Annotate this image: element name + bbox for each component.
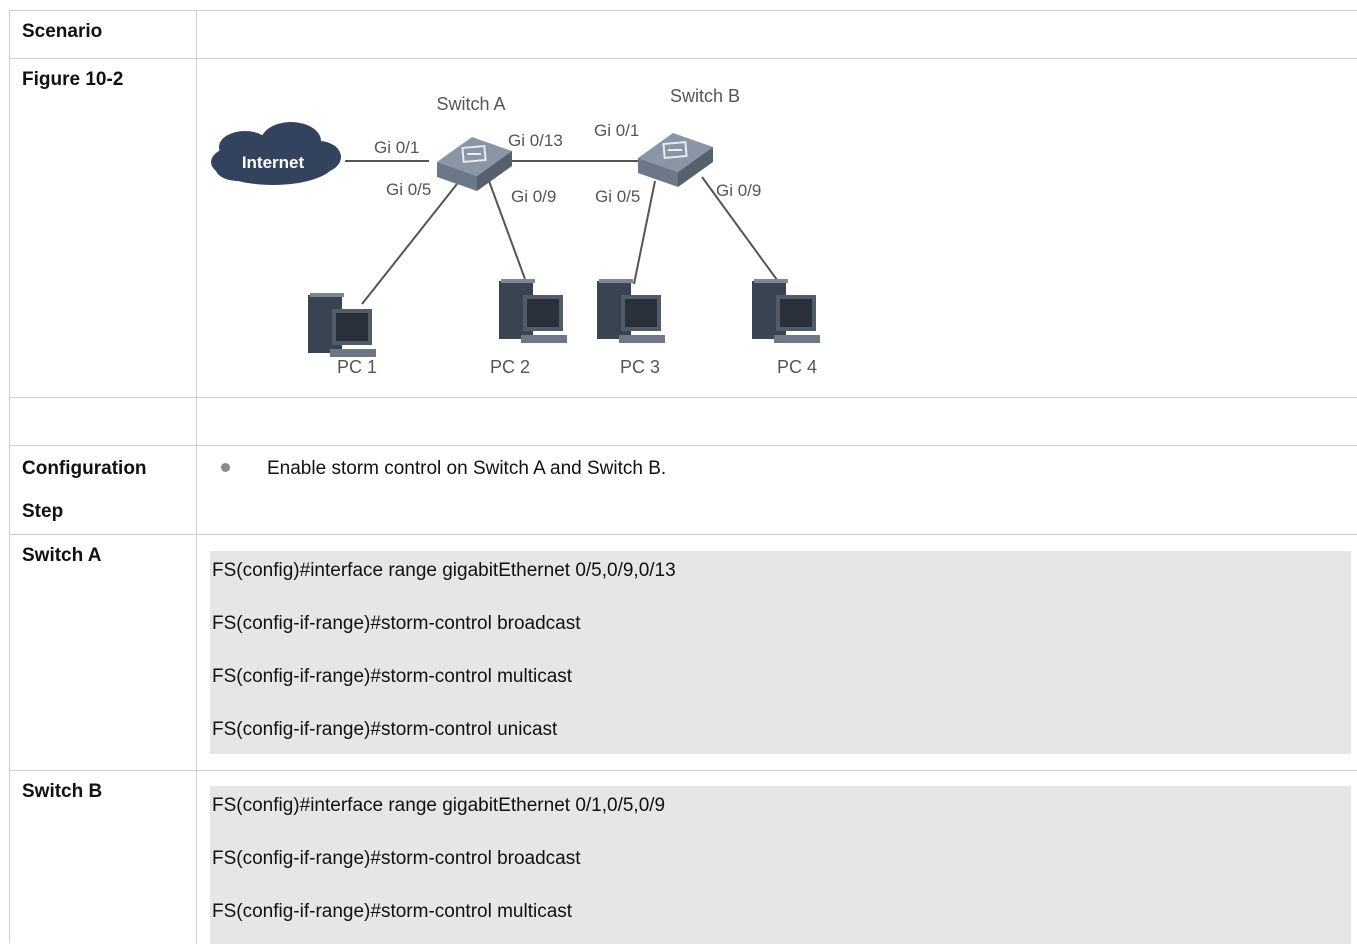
- row-label-empty: [9, 398, 197, 446]
- pc3-icon: [597, 279, 665, 343]
- configuration-step-cell: Enable storm control on Switch A and Swi…: [197, 446, 1357, 535]
- network-topology-diagram: Internet Switch A: [211, 86, 820, 377]
- port-label-a-gi013: Gi 0/13: [508, 131, 563, 150]
- port-label-b-gi01: Gi 0/1: [594, 121, 639, 140]
- port-label-a-gi09: Gi 0/9: [511, 187, 556, 206]
- pc1-icon: [308, 293, 376, 357]
- code-line: FS(config-if-range)#storm-control broadc…: [212, 613, 581, 634]
- pc-labels: PC 1 PC 2 PC 3 PC 4: [337, 357, 817, 377]
- row-label-configuration-step: Configuration Step: [9, 446, 197, 535]
- table-row-switch-a: Switch A FS(config)#interface range giga…: [9, 534, 1357, 771]
- switch-b-code-block: FS(config)#interface range gigabitEthern…: [210, 786, 1351, 944]
- code-line: FS(config-if-range)#storm-control multic…: [212, 901, 573, 922]
- table-left-border: [9, 10, 10, 943]
- switch-a-icon: [437, 137, 512, 191]
- bullet-icon: [221, 463, 230, 472]
- link-switch-a-pc2: [488, 180, 526, 280]
- row-label-switch-b: Switch B: [9, 771, 197, 944]
- table-row-configuration-step: Configuration Step Enable storm control …: [9, 445, 1357, 535]
- pc-label: PC 2: [490, 357, 530, 377]
- pc-label: PC 3: [620, 357, 660, 377]
- switch-b-icon: [638, 133, 713, 187]
- row-cell-scenario: [197, 11, 1357, 59]
- switch-a-label: Switch A: [436, 94, 505, 114]
- table-row-empty: [9, 397, 1357, 446]
- pc-label: PC 1: [337, 357, 377, 377]
- topology-links: [345, 160, 781, 305]
- table-row-figure: Figure 10-2: [9, 58, 1357, 398]
- port-label-a-gi05: Gi 0/5: [386, 180, 431, 199]
- code-line: FS(config-if-range)#storm-control unicas…: [212, 719, 558, 740]
- switch-a-code-block: FS(config)#interface range gigabitEthern…: [210, 551, 1351, 754]
- internet-label: Internet: [242, 153, 305, 172]
- port-label-a-gi01: Gi 0/1: [374, 138, 419, 157]
- pc4-icon: [752, 279, 820, 343]
- row-label-scenario: Scenario: [9, 11, 197, 59]
- row-label-figure: Figure 10-2: [9, 59, 197, 398]
- figure-cell: Internet Switch A: [197, 59, 1357, 398]
- code-line: FS(config-if-range)#storm-control broadc…: [212, 848, 581, 869]
- row-label-line: Configuration: [22, 458, 147, 479]
- link-switch-a-pc1: [361, 183, 458, 305]
- link-switch-b-pc4: [701, 176, 781, 285]
- row-cell-empty: [197, 398, 1357, 446]
- row-label-line: Step: [22, 501, 64, 522]
- row-label-switch-a: Switch A: [9, 535, 197, 771]
- table-row-switch-b: Switch B FS(config)#interface range giga…: [9, 770, 1357, 944]
- port-label-b-gi09: Gi 0/9: [716, 181, 761, 200]
- port-labels: Gi 0/1 Gi 0/13 Gi 0/5 Gi 0/9 Gi 0/1 Gi 0…: [374, 121, 761, 206]
- link-switch-b-pc3: [633, 180, 656, 285]
- pc-label: PC 4: [777, 357, 817, 377]
- switch-a-cell: FS(config)#interface range gigabitEthern…: [197, 535, 1357, 771]
- configuration-step-text: Enable storm control on Switch A and Swi…: [267, 458, 667, 479]
- code-line: FS(config)#interface range gigabitEthern…: [212, 795, 666, 816]
- code-line: FS(config-if-range)#storm-control multic…: [212, 666, 573, 687]
- switch-b-cell: FS(config)#interface range gigabitEthern…: [197, 771, 1357, 944]
- pc2-icon: [499, 279, 567, 343]
- table-row-scenario: Scenario: [9, 10, 1357, 59]
- port-label-b-gi05: Gi 0/5: [595, 187, 640, 206]
- code-line: FS(config)#interface range gigabitEthern…: [212, 560, 676, 581]
- switch-b-label: Switch B: [670, 86, 740, 106]
- internet-cloud-icon: Internet: [211, 122, 341, 185]
